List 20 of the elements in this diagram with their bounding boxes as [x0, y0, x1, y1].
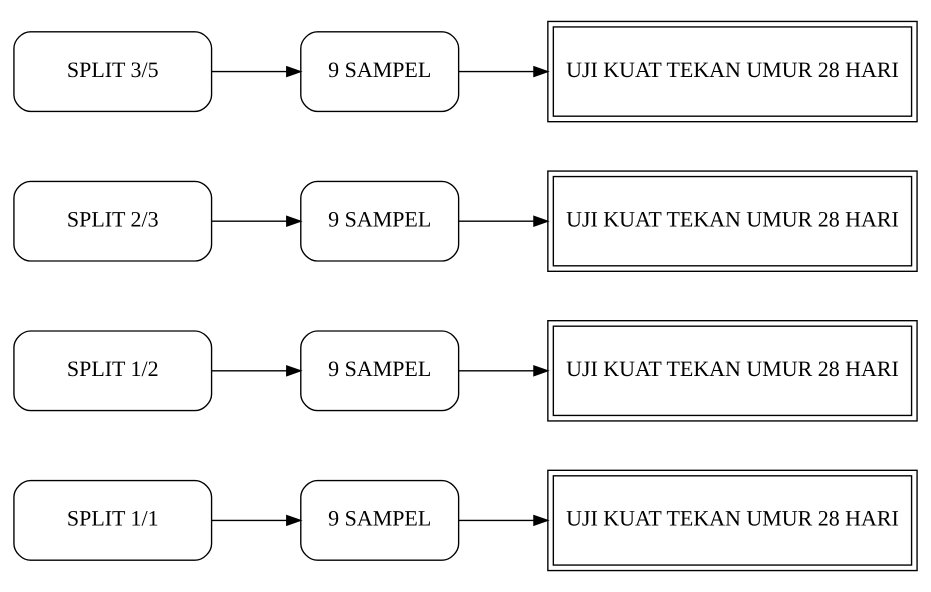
node-box: UJI KUAT TEKAN UMUR 28 HARI [547, 320, 918, 422]
node-box: 9 SAMPEL [300, 330, 460, 412]
arrow [458, 66, 550, 78]
arrow [212, 215, 303, 227]
node-box: UJI KUAT TEKAN UMUR 28 HARI [547, 170, 918, 272]
node-box: SPLIT 1/2 [13, 330, 212, 412]
arrow [212, 514, 303, 526]
node-box: SPLIT 1/1 [13, 480, 212, 561]
arrow [458, 365, 550, 377]
node-box: 9 SAMPEL [300, 31, 460, 112]
node-box: SPLIT 2/3 [13, 180, 212, 262]
arrow [458, 215, 550, 227]
arrow [212, 365, 303, 377]
arrow [458, 514, 550, 526]
arrow [212, 66, 303, 78]
node-box: SPLIT 3/5 [13, 31, 212, 112]
node-box: 9 SAMPEL [300, 180, 460, 262]
node-box: UJI KUAT TEKAN UMUR 28 HARI [547, 470, 918, 572]
node-box: 9 SAMPEL [300, 480, 460, 561]
node-box: UJI KUAT TEKAN UMUR 28 HARI [547, 20, 918, 122]
